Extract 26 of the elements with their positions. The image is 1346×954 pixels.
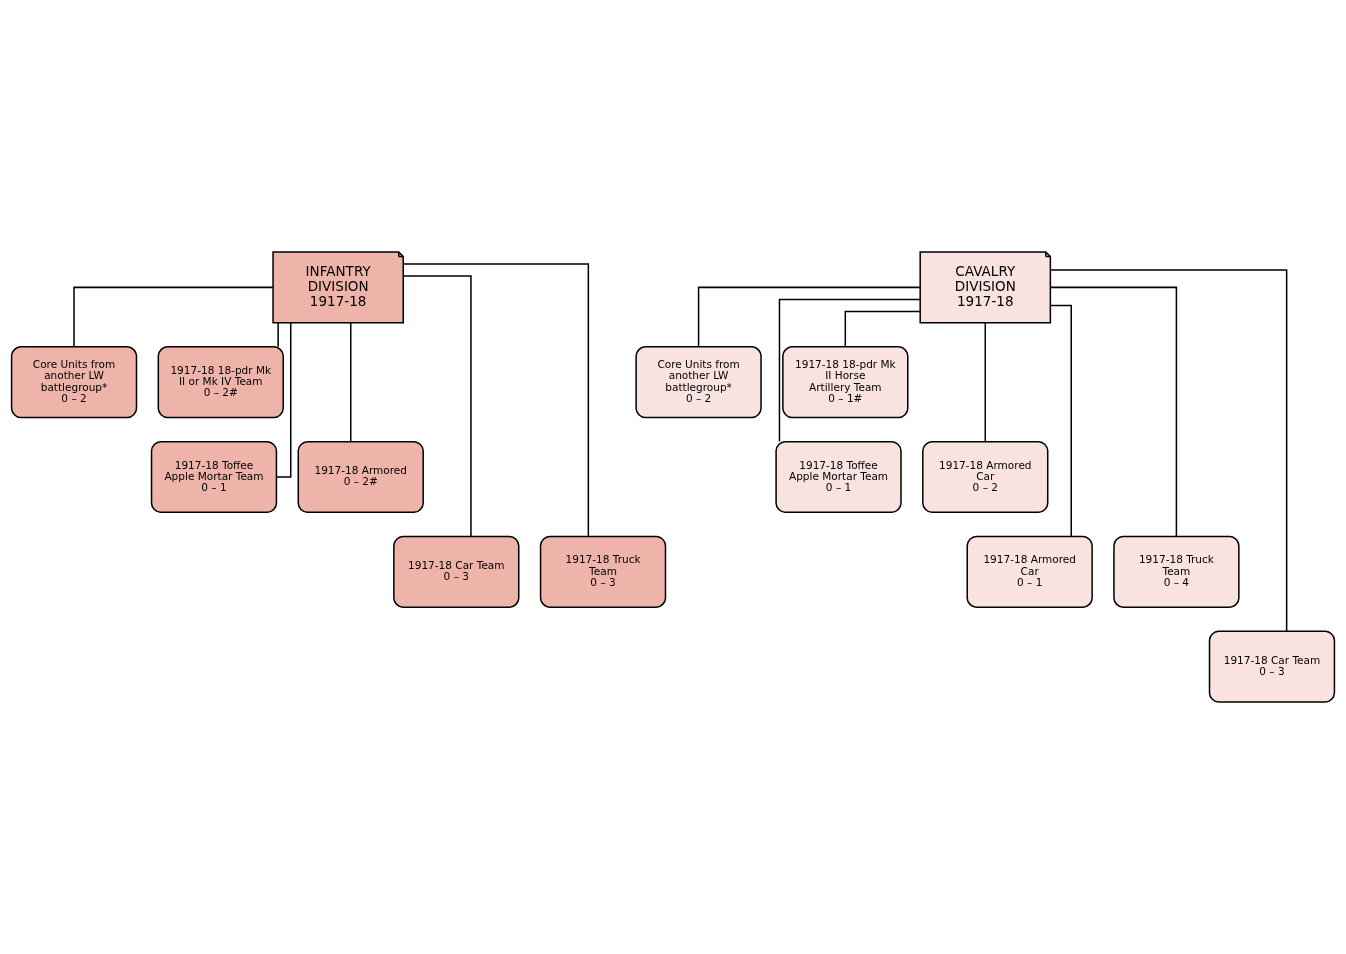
- connector: [1049, 286, 1178, 538]
- node-box: 1917-18 18-pdr Mk II or Mk IV Team 0 – 2#: [157, 346, 284, 419]
- connector: [350, 322, 352, 443]
- node-box: 1917-18 Truck Team 0 – 4: [1113, 535, 1240, 608]
- connector: [275, 322, 292, 478]
- node-box: 1917-18 Toffee Apple Mortar Team 0 – 1: [775, 440, 902, 514]
- node-box: Core Units from another LW battlegroup* 0 – 2: [635, 346, 762, 419]
- node-box: 1917-18 Armored Car 0 – 1: [966, 535, 1093, 608]
- node-box: 1917-18 Armored Car 0 – 2: [922, 440, 1049, 514]
- node-box: 1917-18 18-pdr Mk II Horse Artillery Team 0 – 1#: [782, 346, 909, 419]
- node-box: 1917-18 Toffee Apple Mortar Team 0 – 1: [150, 440, 278, 514]
- node-box: 1917-18 Truck Team 0 – 3: [539, 535, 667, 608]
- node-box: 1917-18 Car Team 0 – 3: [1208, 630, 1336, 703]
- connector: [277, 322, 279, 348]
- connector: [1049, 269, 1288, 632]
- connector: [1049, 304, 1072, 538]
- connector: [402, 275, 472, 538]
- node-box: 1917-18 Armored 0 – 2#: [297, 440, 424, 514]
- connector: [984, 322, 987, 443]
- connector: [402, 263, 590, 537]
- connector: [844, 310, 921, 348]
- node-box: 1917-18 Car Team 0 – 3: [393, 535, 520, 608]
- connector: [73, 286, 274, 348]
- connector: [778, 298, 921, 443]
- connector: [697, 286, 921, 348]
- node-box: Core Units from another LW battlegroup* 0 – 2: [10, 346, 138, 419]
